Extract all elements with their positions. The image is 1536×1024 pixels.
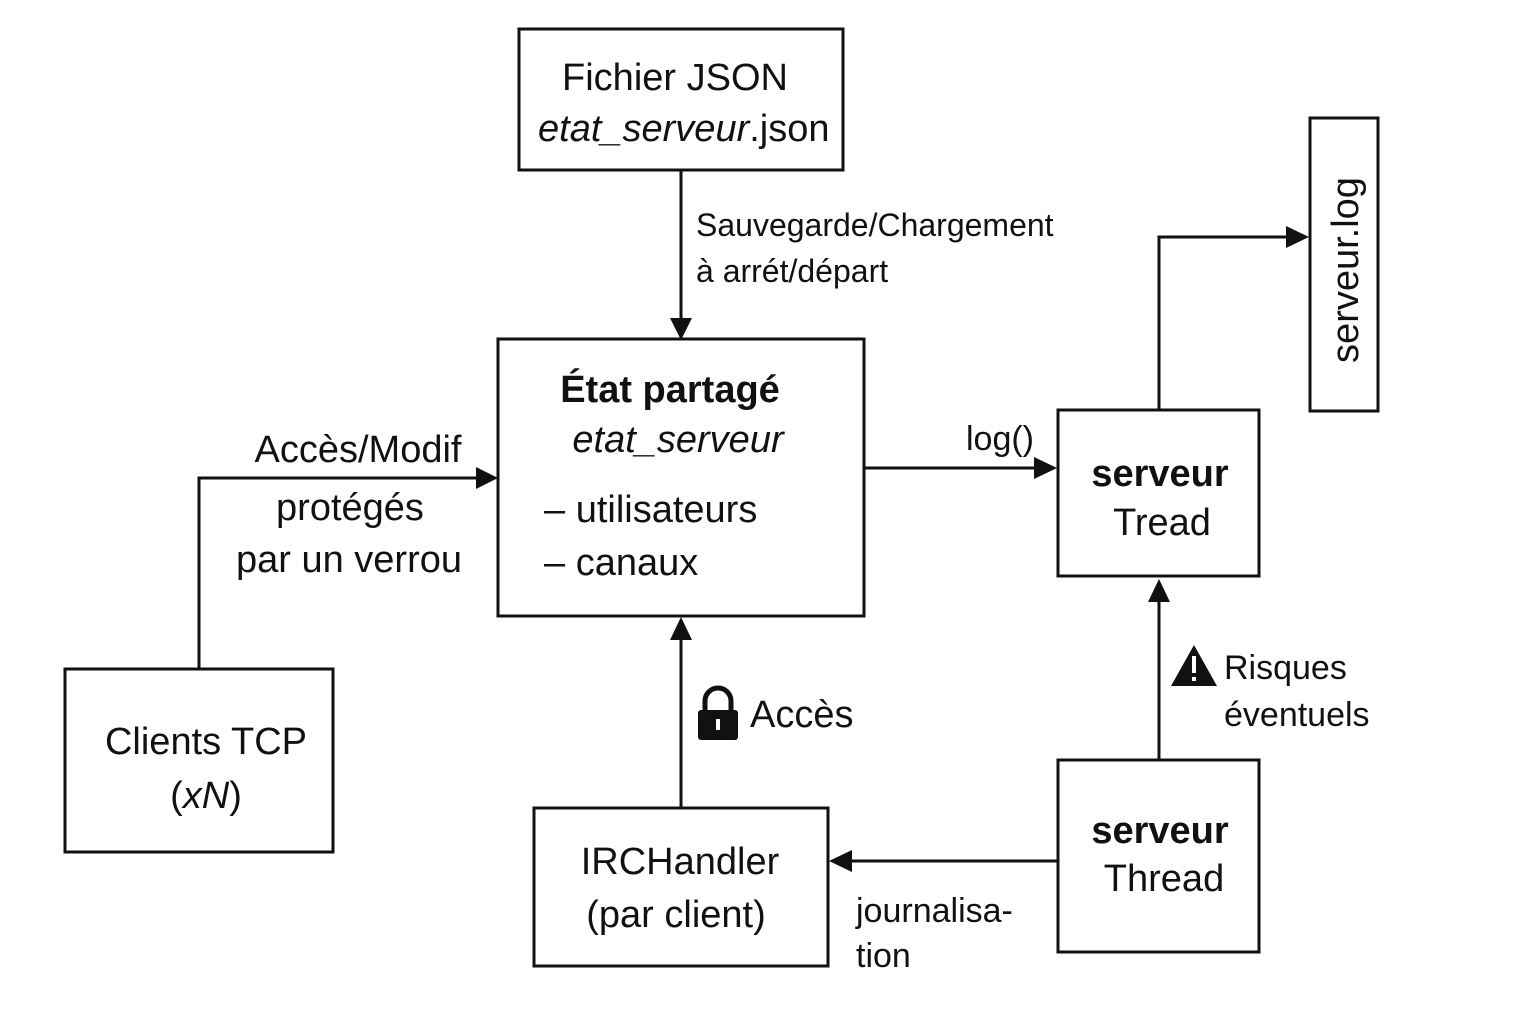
shared-state-item-channels: – canaux — [544, 542, 698, 584]
edge-state-to-server-tread — [864, 457, 1057, 479]
server-thread-title: serveur — [1091, 810, 1229, 852]
server-thread-subtitle: Thread — [1104, 858, 1224, 900]
edge-thread-to-tread — [1148, 579, 1170, 760]
edge-label-logging-1: journalisa- — [855, 892, 1013, 930]
lock-icon — [698, 685, 738, 740]
shared-state-title: État partagé — [560, 367, 780, 411]
edge-label-access-modify-2: protégés — [276, 487, 424, 529]
node-clients: Clients TCP (xN) — [63, 667, 335, 854]
node-server-tread: serveur Tread — [1056, 408, 1261, 578]
edge-label-risks-2: éventuels — [1224, 696, 1370, 734]
node-json-file: Fichier JSON etat_serveur.json — [517, 27, 845, 172]
edge-clients-to-state — [197, 467, 498, 668]
node-server-thread: serveur Thread — [1056, 758, 1261, 954]
warning-icon — [1171, 645, 1217, 686]
edge-label-access-modify-3: par un verrou — [236, 539, 462, 581]
edge-label-save-load-2: à arrét/départ — [696, 253, 888, 289]
edge-label-access-modify-1: Accès/Modif — [255, 429, 462, 471]
edge-label-access: Accès — [750, 694, 853, 736]
edge-handler-to-state — [670, 617, 692, 807]
edge-thread-to-handler — [829, 850, 1058, 872]
clients-count: (xN) — [170, 775, 242, 817]
edge-json-to-state — [670, 170, 692, 340]
node-shared-state: État partagé etat_serveur – utilisateurs… — [496, 337, 866, 618]
edge-label-save-load-1: Sauvegarde/Chargement — [696, 207, 1054, 243]
irc-handler-title: IRCHandler — [581, 841, 780, 883]
node-log-file: serveur.log — [1308, 116, 1380, 413]
clients-label: Clients TCP — [105, 721, 307, 763]
json-file-title: Fichier JSON — [562, 57, 788, 99]
log-file-label: serveur.log — [1325, 177, 1367, 363]
edge-label-risks-1: Risques — [1224, 649, 1347, 687]
edge-label-logging-2: tion — [856, 937, 911, 975]
server-tread-title: serveur — [1091, 453, 1229, 495]
shared-state-item-users: – utilisateurs — [544, 489, 757, 531]
shared-state-subtitle: etat_serveur — [572, 419, 785, 461]
edge-label-log-call: log() — [966, 420, 1034, 458]
irc-handler-subtitle: (par client) — [586, 894, 766, 936]
server-tread-subtitle: Tread — [1113, 502, 1211, 544]
node-irc-handler: IRCHandler (par client) — [532, 806, 830, 968]
edge-server-tread-to-log — [1157, 226, 1309, 410]
json-file-name: etat_serveur.json — [538, 108, 830, 150]
